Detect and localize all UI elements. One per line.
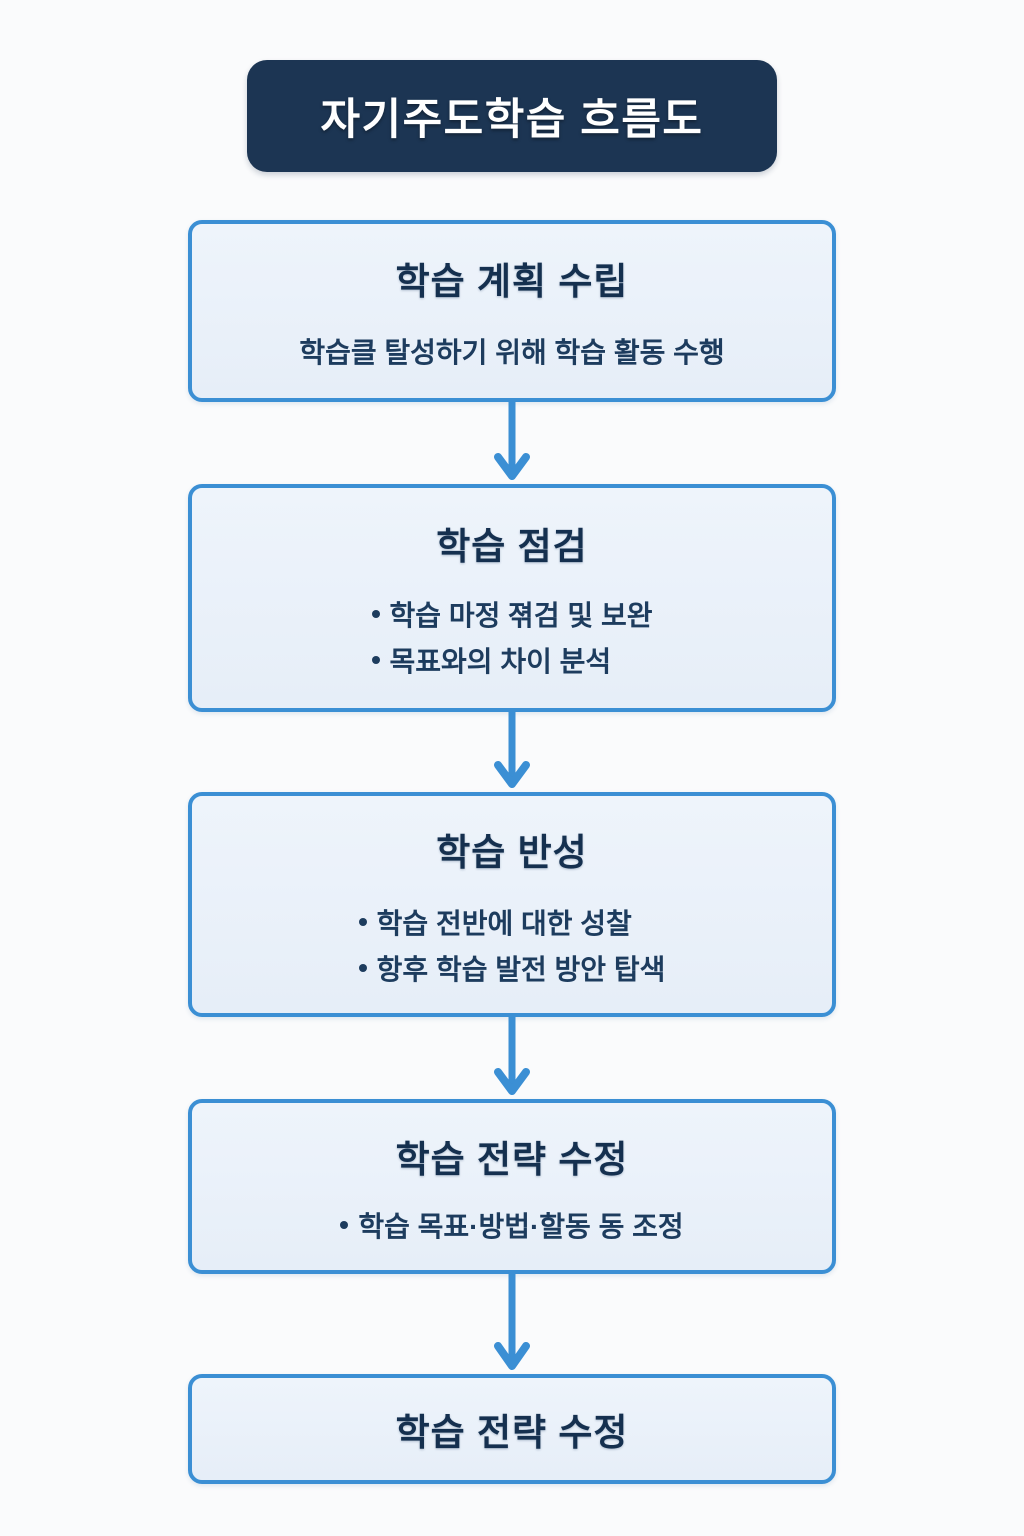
flow-step-3-line-1-text: 학습 전반에 대한 성찰 [376,907,632,939]
flow-step-1-line-1-text: 학습클 탈성하기 위해 학습 활동 수행 [299,337,725,368]
flow-step-2-line-1-text: 학습 마정 젺검 및 보완 [389,600,653,631]
bullet-icon [358,917,367,926]
flow-step-4[interactable]: 학습 전략 수정 학습 목표·방법·할동 동 조정 [188,1099,836,1274]
flow-step-3[interactable]: 학습 반성 학습 전반에 대한 성찰 항후 학습 발전 방안 탑색 [188,792,836,1017]
arrow-step4-to-step5 [188,1274,836,1374]
flow-step-4-title: 학습 전략 수정 [395,1138,629,1180]
flow-step-4-line-1: 학습 목표·방법·할동 동 조정 [340,1205,684,1245]
bullet-icon [371,656,380,664]
flow-step-2-line-1: 학습 마정 젺검 및 보완 [371,594,653,634]
flow-step-2-line-2: 목표와의 차이 분석 [371,640,612,680]
flow-container: 학습 계획 수립 학습클 탈성하기 위해 학습 활동 수행 학습 점검 학습 마… [188,220,836,1484]
page-title-banner: 자기주도학습 흐름도 [247,60,777,172]
flow-step-2-title: 학습 점검 [436,526,588,567]
flow-step-3-title: 학습 반성 [436,831,588,873]
flow-step-3-lines: 학습 전반에 대한 성찰 항후 학습 발전 방안 탑색 [358,902,666,988]
flow-step-3-line-1: 학습 전반에 대한 성찰 [358,902,632,942]
flow-step-1[interactable]: 학습 계획 수립 학습클 탈성하기 위해 학습 활동 수행 [188,220,836,402]
flow-step-1-lines: 학습클 탈성하기 위해 학습 활동 수행 [299,331,724,371]
page-title: 자기주도학습 흐름도 [320,96,704,144]
flow-step-5[interactable]: 학습 전략 수정 [188,1374,836,1484]
flow-step-2-line-2-text: 목표와의 차이 분석 [389,646,612,677]
arrow-step2-to-step3 [188,712,836,792]
bullet-icon [340,1220,349,1229]
arrow-step3-to-step4 [188,1017,836,1099]
flow-step-3-line-2-text: 항후 학습 발전 방안 탑색 [376,953,666,985]
flow-step-1-line-1: 학습클 탈성하기 위해 학습 활동 수행 [299,331,724,371]
bullet-icon [371,610,380,618]
flow-step-5-title: 학습 전략 수정 [395,1412,629,1453]
flow-step-4-line-1-text: 학습 목표·방법·할동 동 조정 [358,1210,684,1242]
bullet-icon [358,963,367,972]
arrow-step1-to-step2 [188,402,836,484]
flow-step-2-lines: 학습 마정 젺검 및 보완 목표와의 차이 분석 [371,594,653,680]
flow-step-1-title: 학습 계획 수립 [395,261,629,302]
flow-step-2[interactable]: 학습 점검 학습 마정 젺검 및 보완 목표와의 차이 분석 [188,484,836,712]
flow-step-4-lines: 학습 목표·방법·할동 동 조정 [340,1205,684,1245]
flow-step-3-line-2: 항후 학습 발전 방안 탑색 [358,948,666,988]
